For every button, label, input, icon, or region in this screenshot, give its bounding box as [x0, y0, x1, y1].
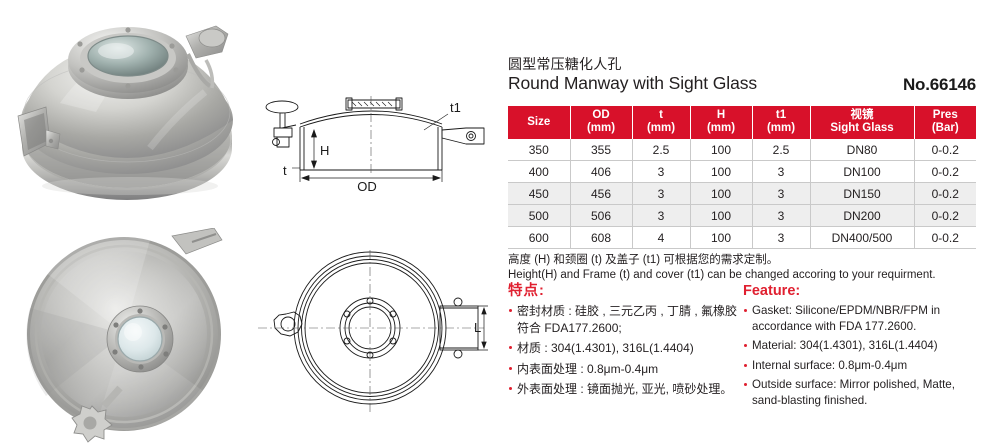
features-english-heading: Feature: — [743, 283, 801, 299]
table-header-row: Size OD (mm) t (mm) H (mm) t1 (mm) — [508, 106, 976, 139]
table-row: 500 506 3 100 3 DN200 0-0.2 — [508, 204, 976, 227]
cell-sight-glass: DN100 — [809, 160, 914, 183]
cell-t: 4 — [631, 226, 690, 249]
cell-pressure: 0-0.2 — [913, 160, 976, 183]
features-english-list: Gasket: Silicone/EPDM/NBR/FPM in accorda… — [743, 303, 978, 408]
cell-pressure: 0-0.2 — [913, 182, 976, 205]
list-item: 材质 : 304(1.4301), 316L(1.4404) — [508, 340, 743, 357]
column-header-t: t (mm) — [631, 106, 691, 139]
cell-t1: 3 — [751, 182, 810, 205]
dimension-label-od: OD — [357, 179, 377, 194]
cell-h: 100 — [689, 204, 752, 227]
table-body: 350 355 2.5 100 2.5 DN80 0-0.2 400 406 3… — [508, 139, 976, 249]
cell-od: 355 — [569, 139, 632, 161]
dimension-label-t: t — [283, 163, 287, 178]
cell-h: 100 — [689, 182, 752, 205]
cell-t: 3 — [631, 160, 690, 183]
cell-t: 2.5 — [631, 139, 690, 161]
model-number: No.66146 — [902, 75, 976, 94]
list-item: 密封材质 : 硅胶 , 三元乙丙 , 丁腈 , 氟橡胶符合 FDA177.260… — [508, 303, 743, 336]
table-row: 450 456 3 100 3 DN150 0-0.2 — [508, 182, 976, 205]
product-title-english: Round Manway with Sight Glass — [508, 73, 758, 93]
column-header-t1: t1 (mm) — [751, 106, 811, 139]
cell-sight-glass: DN80 — [809, 139, 914, 161]
list-item: 内表面处理 : 0.8μm-0.4μm — [508, 361, 743, 378]
cell-size: 350 — [508, 139, 570, 161]
cell-sight-glass: DN200 — [809, 204, 914, 227]
specification-table: Size OD (mm) t (mm) H (mm) t1 (mm) — [508, 106, 976, 249]
cell-od: 506 — [569, 204, 632, 227]
cell-h: 100 — [689, 160, 752, 183]
table-note-english: Height(H) and Frame (t) and cover (t1) c… — [508, 269, 936, 281]
cell-pressure: 0-0.2 — [913, 204, 976, 227]
column-header-h: H (mm) — [689, 106, 753, 139]
features-chinese: 特点: 密封材质 : 硅胶 , 三元乙丙 , 丁腈 , 氟橡胶符合 FDA177… — [508, 282, 743, 412]
column-header-sight-glass: 视镜 Sight Glass — [809, 106, 915, 139]
features-english: Feature: Gasket: Silicone/EPDM/NBR/FPM i… — [743, 282, 978, 412]
cell-size: 400 — [508, 160, 570, 183]
specification-panel: 圆型常压糖化人孔 Round Manway with Sight Glass N… — [508, 56, 976, 283]
product-photo-front — [26, 228, 223, 443]
column-header-size: Size — [508, 106, 571, 139]
cell-size: 450 — [508, 182, 570, 205]
table-note: 高度 (H) 和颈圈 (t) 及盖子 (t1) 可根据您的需求定制。 Heigh… — [508, 253, 976, 283]
cell-od: 456 — [569, 182, 632, 205]
cell-od: 608 — [569, 226, 632, 249]
column-header-pressure: Pres (Bar) — [913, 106, 976, 139]
cell-t1: 3 — [751, 204, 810, 227]
cell-h: 100 — [689, 139, 752, 161]
features-chinese-heading: 特点: — [508, 283, 545, 299]
dimension-label-h: H — [320, 143, 329, 158]
cell-h: 100 — [689, 226, 752, 249]
cell-sight-glass: DN400/500 — [809, 226, 914, 249]
cell-pressure: 0-0.2 — [913, 226, 976, 249]
table-row: 350 355 2.5 100 2.5 DN80 0-0.2 — [508, 139, 976, 161]
list-item: 外表面处理 : 镜面抛光, 亚光, 喷砂处理。 — [508, 381, 743, 398]
cell-size: 500 — [508, 204, 570, 227]
cell-sight-glass: DN150 — [809, 182, 914, 205]
table-note-chinese: 高度 (H) 和颈圈 (t) 及盖子 (t1) 可根据您的需求定制。 — [508, 254, 779, 266]
table-row: 400 406 3 100 3 DN100 0-0.2 — [508, 160, 976, 183]
column-header-od: OD (mm) — [569, 106, 633, 139]
table-row: 600 608 4 100 3 DN400/500 0-0.2 — [508, 226, 976, 249]
features-chinese-list: 密封材质 : 硅胶 , 三元乙丙 , 丁腈 , 氟橡胶符合 FDA177.260… — [508, 303, 743, 398]
title-block: 圆型常压糖化人孔 Round Manway with Sight Glass N… — [508, 56, 976, 104]
list-item: Material: 304(1.4301), 316L(1.4404) — [743, 338, 978, 354]
cell-pressure: 0-0.2 — [913, 139, 976, 161]
dimension-label-t1: t1 — [450, 100, 461, 115]
list-item: Internal surface: 0.8μm-0.4μm — [743, 358, 978, 374]
product-title-chinese: 圆型常压糖化人孔 — [508, 56, 622, 72]
list-item: Outside surface: Mirror polished, Matte,… — [743, 377, 978, 408]
technical-drawing-side-view: OD H t t1 — [265, 96, 485, 194]
dimension-label-l: L — [474, 320, 481, 335]
cell-od: 406 — [569, 160, 632, 183]
cell-t1: 2.5 — [751, 139, 810, 161]
cell-t1: 3 — [751, 226, 810, 249]
list-item: Gasket: Silicone/EPDM/NBR/FPM in accorda… — [743, 303, 978, 334]
cell-size: 600 — [508, 226, 570, 249]
cell-t: 3 — [631, 182, 690, 205]
cell-t: 3 — [631, 204, 690, 227]
technical-drawing-top-view: L — [258, 250, 488, 412]
product-photo-angled — [17, 25, 233, 200]
cell-t1: 3 — [751, 160, 810, 183]
features-section: 特点: 密封材质 : 硅胶 , 三元乙丙 , 丁腈 , 氟橡胶符合 FDA177… — [508, 282, 978, 412]
